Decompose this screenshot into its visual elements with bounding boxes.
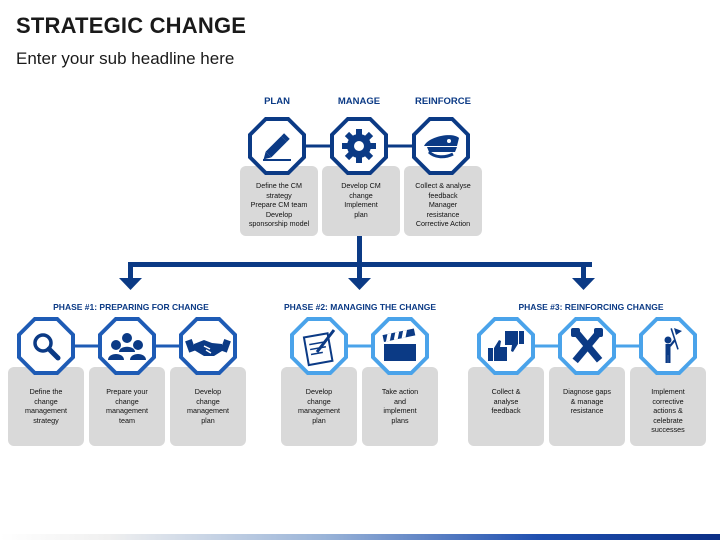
stage-card-manage: Develop CM change Implement plan (322, 166, 400, 236)
phase-card-text: Prepare your change management team (106, 387, 148, 425)
stage-card-text: Develop CM change Implement plan (341, 181, 381, 219)
pencil-icon (248, 117, 306, 175)
phase-card-text: Implement corrective actions & celebrate… (651, 387, 685, 434)
phase1-card-1: Define the change management strategy (8, 367, 84, 446)
branch-line-1 (128, 262, 133, 280)
stage-card-text: Collect & analyse feedback Manager resis… (415, 181, 471, 228)
document-pen-icon (290, 317, 348, 375)
phase2-card-1: Develop change management plan (281, 367, 357, 446)
phase-label-3: PHASE #3: REINFORCING CHANGE (518, 302, 664, 312)
stage-label-manage: MANAGE (337, 96, 381, 107)
phase3-card-3: Implement corrective actions & celebrate… (630, 367, 706, 446)
phase2-card-2: Take action and implement plans (362, 367, 438, 446)
stage-card-text: Define the CM strategy Prepare CM team D… (248, 181, 310, 228)
flag-person-icon (639, 317, 697, 375)
phase-card-text: Collect & analyse feedback (491, 387, 521, 415)
crossed-arms-icon (558, 317, 616, 375)
stage-card-reinforce: Collect & analyse feedback Manager resis… (404, 166, 482, 236)
trunk-line (357, 236, 362, 266)
clapperboard-icon (371, 317, 429, 375)
phase1-card-2: Prepare your change management team (89, 367, 165, 446)
thumbs-up-down-icon (477, 317, 535, 375)
handshake-icon (179, 317, 237, 375)
phase-label-2: PHASE #2: MANAGING THE CHANGE (283, 302, 437, 312)
stage-card-plan: Define the CM strategy Prepare CM team D… (240, 166, 318, 236)
magnifier-icon (17, 317, 75, 375)
phase3-card-1: Collect & analyse feedback (468, 367, 544, 446)
page-title: STRATEGIC CHANGE (16, 13, 247, 38)
branch-arrow-3 (572, 278, 595, 290)
footer-gradient-bar (0, 534, 720, 540)
branch-arrow-1 (119, 278, 142, 290)
phase-label-1: PHASE #1: PREPARING FOR CHANGE (53, 302, 209, 312)
phase-card-text: Define the change management strategy (25, 387, 67, 425)
branch-line-3 (581, 262, 586, 280)
stage-label-reinforce: REINFORCE (415, 96, 471, 107)
phase1-card-3: Develop change management plan (170, 367, 246, 446)
phase-card-text: Develop change management plan (298, 387, 340, 425)
team-icon (98, 317, 156, 375)
gear-icon (330, 117, 388, 175)
stage-label-plan: PLAN (264, 96, 290, 107)
police-cap-icon (412, 117, 470, 175)
branch-arrow-2 (348, 278, 371, 290)
phase-card-text: Develop change management plan (187, 387, 229, 425)
branch-line-2 (357, 262, 362, 280)
page-subtitle: Enter your sub headline here (16, 49, 235, 68)
phase-card-text: Take action and implement plans (381, 387, 419, 425)
phase3-card-2: Diagnose gaps & manage resistance (549, 367, 625, 446)
phase-card-text: Diagnose gaps & manage resistance (563, 387, 611, 415)
